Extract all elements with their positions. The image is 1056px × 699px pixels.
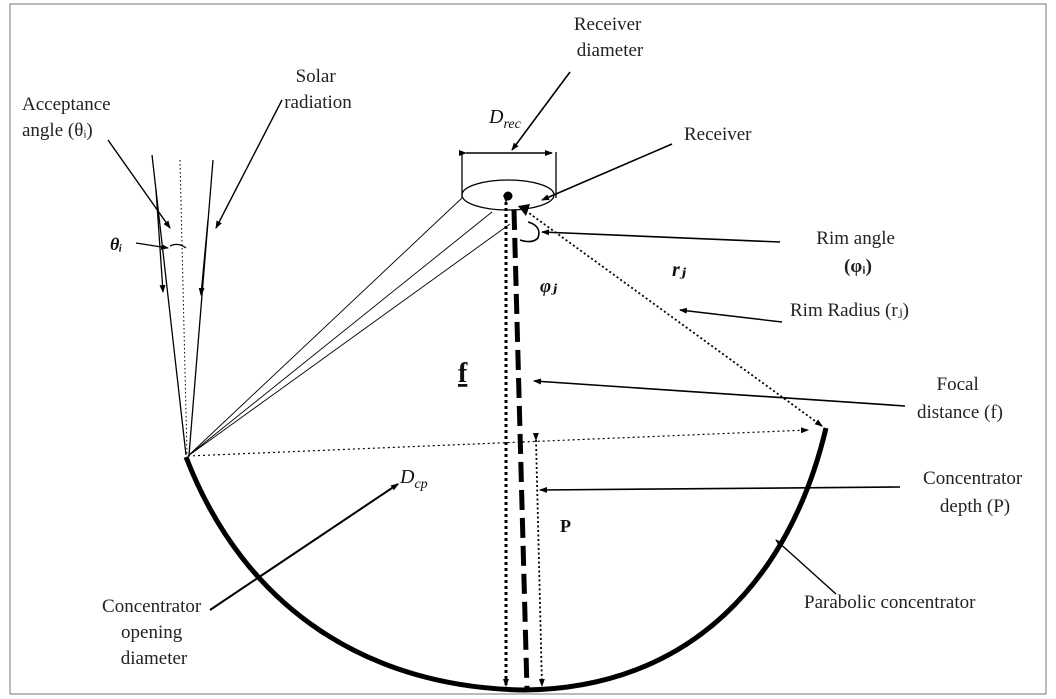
label-focal-distance: Focal distance (f) [917, 374, 1003, 423]
label-receiver: Receiver [684, 124, 752, 145]
label-rim-radius: Rim Radius (rⱼ) [790, 300, 909, 321]
depth-arrow [532, 432, 545, 687]
rim-radius-start-arrow [518, 204, 530, 216]
label-acceptance-angle: Acceptance angle (θᵢ) [22, 94, 115, 141]
rim-radius-arrow [521, 207, 823, 427]
pointer-receiver-diameter [511, 71, 571, 151]
acceptance-angle-arc [169, 243, 187, 249]
label-rim-angle: Rim angle (φᵢ) [816, 228, 899, 277]
reflected-ray-3 [187, 223, 511, 457]
pointer-concentrator-opening [209, 483, 399, 611]
symbol-d-cp: Dcp [399, 466, 428, 492]
solar-ray-arrow-left [155, 189, 166, 293]
pointer-parabolic-concentrator [775, 539, 837, 595]
reflected-ray-1 [187, 197, 463, 457]
symbol-p: P [560, 516, 571, 536]
pointer-solar-radiation [215, 99, 283, 229]
pointer-rim-radius [679, 307, 783, 323]
pointer-receiver [541, 143, 673, 201]
label-concentrator-depth: Concentrator depth (P) [923, 468, 1027, 517]
symbol-r: rⱼ [672, 259, 687, 281]
reflected-ray-2 [187, 211, 493, 457]
symbol-phi: φⱼ [540, 276, 558, 297]
solar-ray-center [179, 159, 188, 456]
pointer-acceptance-angle [107, 139, 171, 229]
aperture-line [187, 427, 809, 457]
pointer-rim-angle [541, 229, 781, 243]
label-parabolic-concentrator: Parabolic concentrator [804, 592, 976, 613]
pointer-theta [135, 242, 169, 250]
symbol-theta: θᵢ [110, 234, 122, 254]
symbol-d-rec: Drec [488, 106, 522, 132]
label-receiver-diameter: Receiver diameter [574, 14, 646, 61]
pointer-focal-distance [533, 378, 906, 407]
solar-ray-arrow-right [198, 219, 209, 296]
label-solar-radiation: Solar radiation [284, 66, 352, 113]
axis-line [511, 209, 530, 691]
rim-angle-arc [519, 221, 540, 243]
solar-ray-right [188, 159, 214, 456]
label-concentrator-opening: Concentrator opening diameter [102, 596, 206, 669]
pointer-concentrator-depth [539, 486, 901, 493]
symbol-f: f [458, 358, 468, 389]
figure-frame [9, 3, 1047, 695]
focal-point [503, 191, 513, 201]
